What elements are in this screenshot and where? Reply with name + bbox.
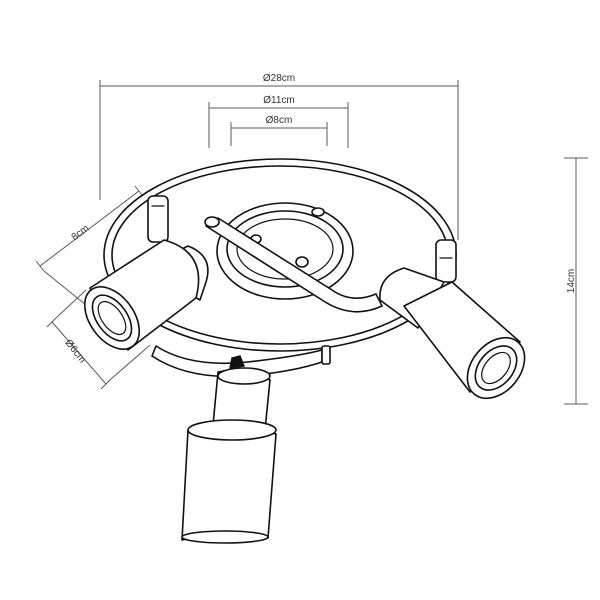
dimension-overall-diameter: Ø28cm	[99, 73, 459, 240]
height-label: 14cm	[566, 269, 577, 293]
overall-diameter-label: Ø28cm	[263, 73, 295, 84]
plate-diameter-label: Ø11cm	[263, 95, 295, 106]
shade-diameter-label: Ø6cm	[62, 338, 87, 366]
dimension-inner-diameter: Ø8cm	[230, 115, 328, 146]
dimension-plate-diameter: Ø11cm	[208, 95, 349, 148]
spotlight-left	[83, 195, 209, 351]
spotlight-right	[379, 239, 526, 400]
inner-diameter-label: Ø8cm	[266, 115, 293, 126]
arm-length-label: 8cm	[70, 223, 92, 243]
connecting-arm	[204, 216, 383, 313]
ceiling-plate	[216, 202, 354, 300]
dimension-height: 14cm	[564, 157, 588, 405]
spotlight-bottom	[151, 345, 331, 544]
